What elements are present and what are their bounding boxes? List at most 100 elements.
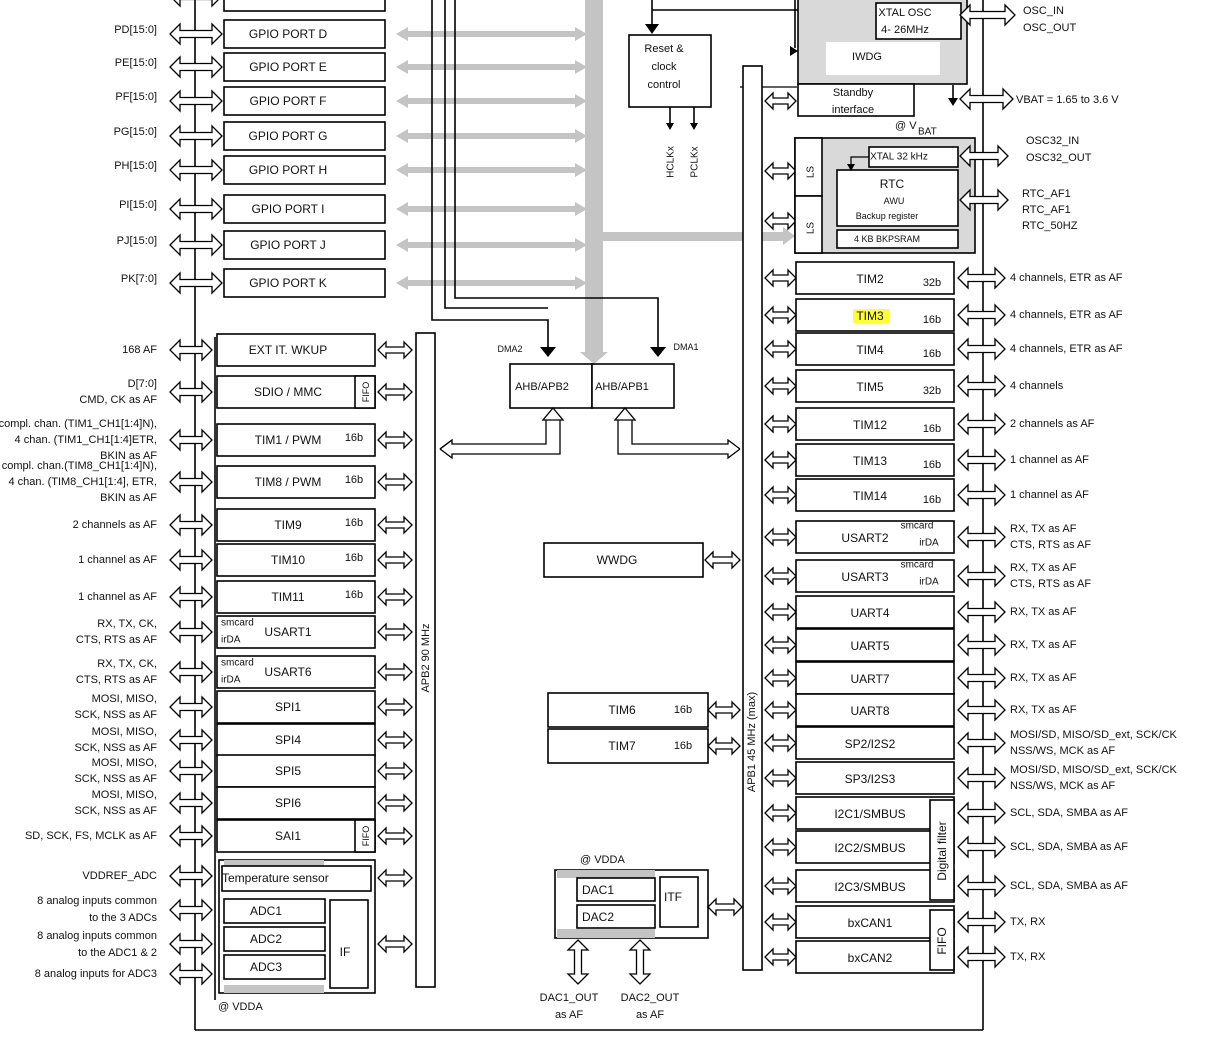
bridge-apb1-up-head [613,406,637,421]
apb1-bus-arrow-i2c3-smbus [764,876,797,896]
apb2-bus-arrow-usart1 [377,622,413,642]
apb2-name-spi4: SPI4 [275,733,301,747]
apb1-width-tim13: 16b [923,459,941,471]
apb2-block-sai1 [216,819,376,853]
wwdg-bus-arrow [704,550,741,570]
apb2-pin-arrow-spi1 [169,695,213,719]
apb2-name-usart1: USART1 [264,625,311,639]
gpio-bus-arrow-gpio-port-d [396,27,587,41]
temperature-sensor-box [221,865,372,892]
osc-in-label: OSC_IN [1023,5,1064,17]
apb2-signal-tim11-0: 1 channel as AF [78,591,157,603]
dma1-line [454,0,659,355]
gpio-block-gpio-port-d [223,19,386,49]
apb1-name-bxcan1: bxCAN1 [848,916,893,930]
apb1-pin-arrow-i2c1-smbus [957,801,1006,825]
apb2-signal-tim8-pwm-2: BKIN as AF [100,492,157,504]
apb1-name-tim5: TIM5 [856,380,884,394]
adc-input-label-0: VDDREF_ADC [82,870,157,882]
apb2-pin-arrow-usart6 [169,660,213,684]
apb2-width-tim9: 16b [345,517,363,529]
apb1-signal-tim4-0: 4 channels, ETR as AF [1010,343,1123,355]
osc-out-label: OSC_OUT [1023,22,1076,34]
apb1-bus-arrow-uart7 [764,668,797,688]
apb1-name-uart5: UART5 [850,639,889,653]
apb2-pin-arrow-spi6 [169,791,213,815]
apb1-width-tim2: 32b [923,277,941,289]
apb1-name-i2c3-smbus: I2C3/SMBUS [834,880,905,894]
apb2-name-tim9: TIM9 [274,518,302,532]
gpio-bus-arrow-gpio-port-i [396,202,587,216]
dac-bus-arrow [707,897,743,917]
apb1-signal-uart4-0: RX, TX as AF [1010,606,1077,618]
wwdg-box [543,542,704,578]
apb1-bus-arrow-tim3 [764,305,797,325]
gpio-pin-arrow-gpio-port-h [169,158,223,182]
gpio-block-gpio-port-e [223,52,386,82]
apb1-signal-sp3-i2s3-0: MOSI/SD, MISO/SD_ext, SCK/CK [1010,764,1178,776]
apb2-width-tim8-pwm: 16b [345,474,363,486]
apb2-bus-arrow-tim11 [377,587,413,607]
apb1-pin-arrow-tim5 [957,374,1006,398]
gpio-block-gpio-port-h [223,155,386,185]
dac-unit-label-dac2: DAC2 [582,910,614,924]
apb1-pin-arrow-tim4 [957,337,1006,361]
apb1-name-tim14: TIM14 [853,489,887,503]
apb2-pin-arrow-tim10 [169,548,213,572]
apb1-bus-arrow-bxcan2 [764,947,797,967]
apb1-name-uart7: UART7 [850,672,889,686]
adc-input-label-1: 8 analog inputs common [37,895,157,907]
xtal32-to-rtc-arrowhead [847,164,855,171]
adc-interface-box [329,899,369,989]
apb1-pin-arrow-usart2 [957,525,1006,549]
apb2-block-usart6 [216,655,376,689]
basic-timer-name-tim7: TIM7 [608,739,636,753]
gpio-pin-label-gpio-port-e: PE[15:0] [115,57,157,69]
apb1-name-i2c2-smbus: I2C2/SMBUS [834,841,905,855]
vbat-sub-label: BAT [918,127,937,138]
vbat-at-label: @ V [895,120,917,132]
apb1-block-bxcan1 [795,905,955,939]
apb1-signal-i2c1-smbus-0: SCL, SDA, SMBA as AF [1010,807,1128,819]
gpio-bus-arrow-gpio-port-e [396,60,587,74]
apb2-pin-arrow-tim9 [169,513,213,537]
apb2-fifo-label-sdio-mmc: FIFO [361,382,371,403]
apb2-fifo-box-sdio-mmc [354,375,376,409]
apb1-block-uart7 [795,661,955,695]
apb1-bus-arrow-uart4 [764,602,797,622]
apb2-signal-usart1-0: RX, TX, CK, [97,618,157,630]
ls-box-2 [794,195,823,254]
rtc-pin-arrow [959,188,1009,212]
apb1-pin-arrow-i2c3-smbus [957,874,1006,898]
apb2-block-tim10 [216,543,376,577]
xtal32-to-rtc-line [850,156,869,165]
apb2-name-tim1-pwm: TIM1 / PWM [255,433,322,447]
apb1-pin-arrow-bxcan1 [957,910,1006,934]
adc-temp-bus-arrow [377,868,413,888]
gpio-block-gpio-port-k [223,268,386,298]
apb2-name-tim10: TIM10 [271,553,305,567]
gpio-pin-arrow-gpio-port-j [169,233,223,257]
gpio-block-gpio-port-j [223,230,386,260]
apb1-ls1-arrow [764,161,797,181]
apb2-block-spi1 [216,690,376,724]
wwdg-label: WWDG [597,553,638,567]
xtal32-label: XTAL 32 kHz [870,152,928,163]
apb2-signal-tim1-pwm-0: 4 compl. chan. (TIM1_CH1[1:4]N), [0,418,157,430]
apb2-width-tim11: 16b [345,589,363,601]
apb2-extra-usart6-1: irDA [221,675,241,686]
apb2-name-sdio-mmc: SDIO / MMC [254,385,322,399]
apb2-extra-usart1-1: irDA [221,635,241,646]
gpio-pin-arrow-gpio-port-k [169,271,223,295]
i2c-digital-filter-box [929,799,955,901]
xtal-osc-label-1: 4- 26MHz [881,24,929,36]
can-fifo-box [929,909,955,971]
apb2-bus-arrow-ext-it-wkup [377,340,413,360]
basic-timer-bus-arrow-tim7 [707,736,741,756]
apb1-name-tim2: TIM2 [856,272,884,286]
apb1-bus-arrow-usart3 [764,566,797,586]
apb1-block-sp3-i2s3 [795,761,955,795]
apb2-name-spi5: SPI5 [275,764,301,778]
apb1-signal-usart2-1: CTS, RTS as AF [1010,539,1091,551]
apb2-block-usart1 [216,615,376,649]
